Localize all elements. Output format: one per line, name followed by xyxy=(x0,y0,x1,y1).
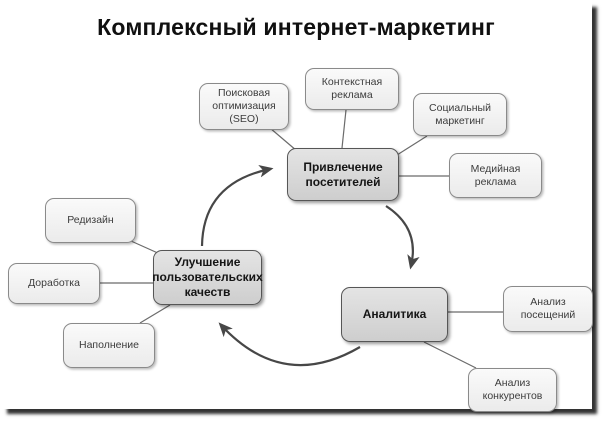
node-media-ads: Медийная реклама xyxy=(449,153,542,198)
node-visit-analysis: Анализ посещений xyxy=(503,286,593,332)
connector-content-improve xyxy=(139,304,171,324)
node-content-filling: Наполнение xyxy=(63,323,155,368)
node-context-ads: Контекстная реклама xyxy=(305,68,399,110)
connector-context-attract xyxy=(341,109,347,149)
node-social-marketing: Социальный маркетинг xyxy=(413,93,507,136)
node-rework: Доработка xyxy=(8,263,100,304)
diagram-title: Комплексный интернет-маркетинг xyxy=(97,14,495,40)
node-analytics: Аналитика xyxy=(341,287,448,342)
node-attract-visitors: Привлечение посетителей xyxy=(287,148,399,201)
diagram-canvas: Комплексный интернет-маркетинг Привлечен xyxy=(8,14,593,412)
arrow-analytics-to-improve xyxy=(218,322,361,367)
node-seo: Поисковая оптимизация (SEO) xyxy=(199,83,289,130)
connector-analytics-competitors xyxy=(423,341,477,369)
node-redesign: Редизайн xyxy=(45,198,136,243)
node-improve-user-qualities: Улучшение пользовательских качеств xyxy=(152,250,263,305)
arrow-attract-to-analytics xyxy=(385,205,420,270)
node-competitor-analysis: Анализ конкурентов xyxy=(468,368,557,412)
connector-social-attract xyxy=(396,135,428,156)
arrow-improve-to-attract xyxy=(200,165,274,247)
